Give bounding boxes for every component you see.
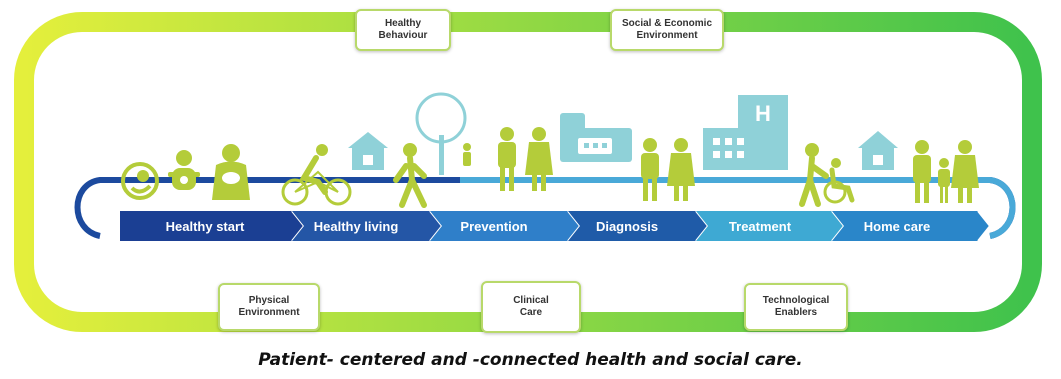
baby-icon (168, 150, 200, 190)
stage-chevron (832, 211, 990, 241)
carer-with-wheelchair-icon (799, 143, 855, 207)
continuum-road-light (460, 177, 1016, 239)
chevron-separator (977, 210, 992, 242)
stage-chevron (696, 211, 844, 241)
stage-label-treatment: Treatment (728, 218, 792, 234)
stage-label-diagnosis: Diagnosis (595, 218, 659, 234)
child-icon (463, 143, 471, 166)
icon-row: H (121, 92, 979, 208)
tree-icon (415, 92, 467, 175)
family-icon (913, 140, 979, 203)
doctor-icon (498, 127, 516, 191)
diagram-caption: Patient- centered and -connected health … (258, 350, 803, 370)
cyclist-icon (281, 144, 352, 206)
stage-label-healthy-start: Healthy start (165, 218, 245, 234)
house-icon (858, 131, 898, 170)
stage-label-home-care: Home care (863, 218, 931, 234)
stage-chevrons (120, 210, 992, 242)
stage-chevron (430, 211, 580, 241)
stage-label-healthy-living: Healthy living (313, 218, 399, 234)
clinic-building-icon (560, 113, 632, 162)
technological-enablers-box: Technological Enablers (744, 283, 848, 331)
house-icon (348, 132, 388, 170)
svg-text:H: H (755, 101, 771, 126)
walking-person-icon (393, 143, 427, 208)
hospital-icon: H (703, 95, 788, 170)
stage-chevron (120, 211, 304, 241)
physical-environment-box: Physical Environment (218, 283, 320, 331)
mother-with-baby-icon (212, 144, 250, 200)
fetus-icon (121, 162, 159, 200)
clinical-care-box: Clinical Care (481, 281, 581, 333)
healthy-behaviour-box: Healthy Behaviour (355, 9, 451, 51)
doctor-icon (641, 138, 659, 201)
stage-chevron (568, 211, 708, 241)
nurse-icon (667, 138, 695, 201)
social-economic-environment-box: Social & Economic Environment (610, 9, 724, 51)
doctor-icon (525, 127, 553, 191)
stage-chevron (292, 211, 442, 241)
stage-label-prevention: Prevention (460, 218, 528, 234)
